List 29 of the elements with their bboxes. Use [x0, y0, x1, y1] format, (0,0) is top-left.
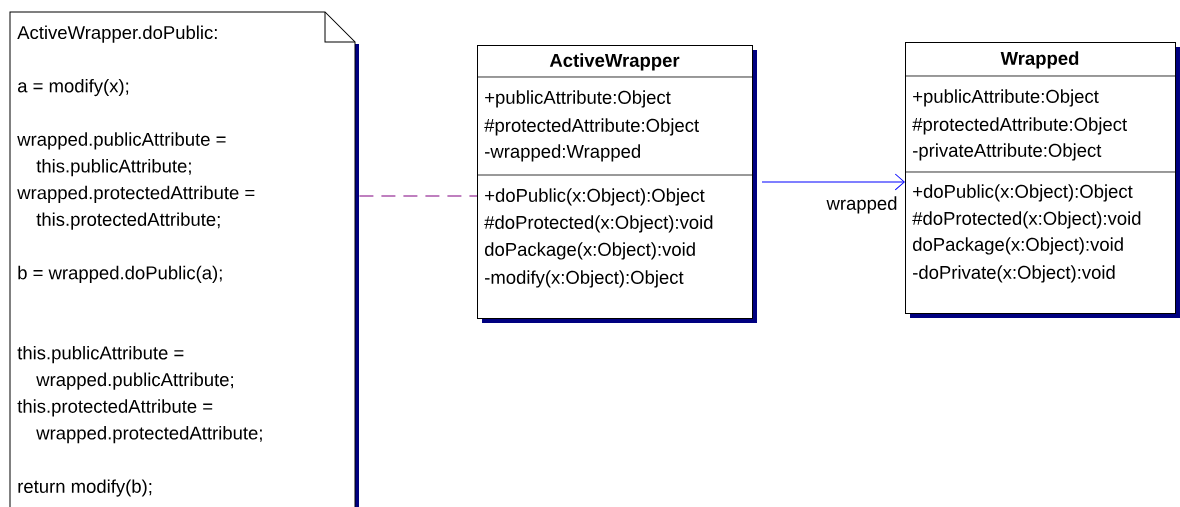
method-text: +doPublic(x:Object):Object	[485, 188, 705, 206]
method-text: +doPublic(x:Object):Object	[913, 184, 1133, 202]
class-box	[904, 42, 1180, 318]
method-text: doPackage(x:Object):void	[485, 242, 695, 260]
attribute-text: #protectedAttribute:Object	[484, 118, 699, 136]
dashed-line	[358, 195, 478, 197]
class-name: Wrapped	[1000, 51, 1079, 69]
method-text: #doProtected(x:Object):void	[484, 215, 713, 233]
code-line: return modify(b);	[18, 479, 152, 497]
method-text: -doPrivate(x:Object):void	[913, 265, 1115, 283]
arrow	[761, 173, 905, 191]
method-text: #doProtected(x:Object):void	[912, 211, 1141, 229]
method-text: -modify(x:Object):Object	[485, 270, 684, 288]
class-name: ActiveWrapper	[549, 53, 680, 71]
code-line: this.protectedAttribute = wrapped.protectedAttribute;	[17, 399, 262, 444]
code-line: this.publicAttribute = wrapped.publicAttribute;	[17, 345, 233, 390]
code-line: a = modify(x);	[18, 78, 129, 97]
attribute-text: +publicAttribute:Object	[485, 90, 671, 108]
edge-label: wrapped	[826, 196, 897, 214]
class-box	[476, 45, 757, 323]
code-line: ActiveWrapper.doPublic:	[17, 25, 217, 43]
attribute-text: -privateAttribute:Object	[913, 143, 1102, 161]
attribute-text: +publicAttribute:Object	[913, 89, 1099, 107]
attribute-text: -wrapped:Wrapped	[485, 144, 640, 162]
attribute-text: #protectedAttribute:Object	[912, 117, 1127, 135]
code-line: b = wrapped.doPublic(a);	[18, 265, 222, 284]
code-line: wrapped.publicAttribute = this.publicAttribute;	[17, 132, 226, 177]
code-line: wrapped.protectedAttribute = this.protectedAttribute;	[17, 185, 255, 230]
method-text: doPackage(x:Object):void	[913, 237, 1123, 255]
